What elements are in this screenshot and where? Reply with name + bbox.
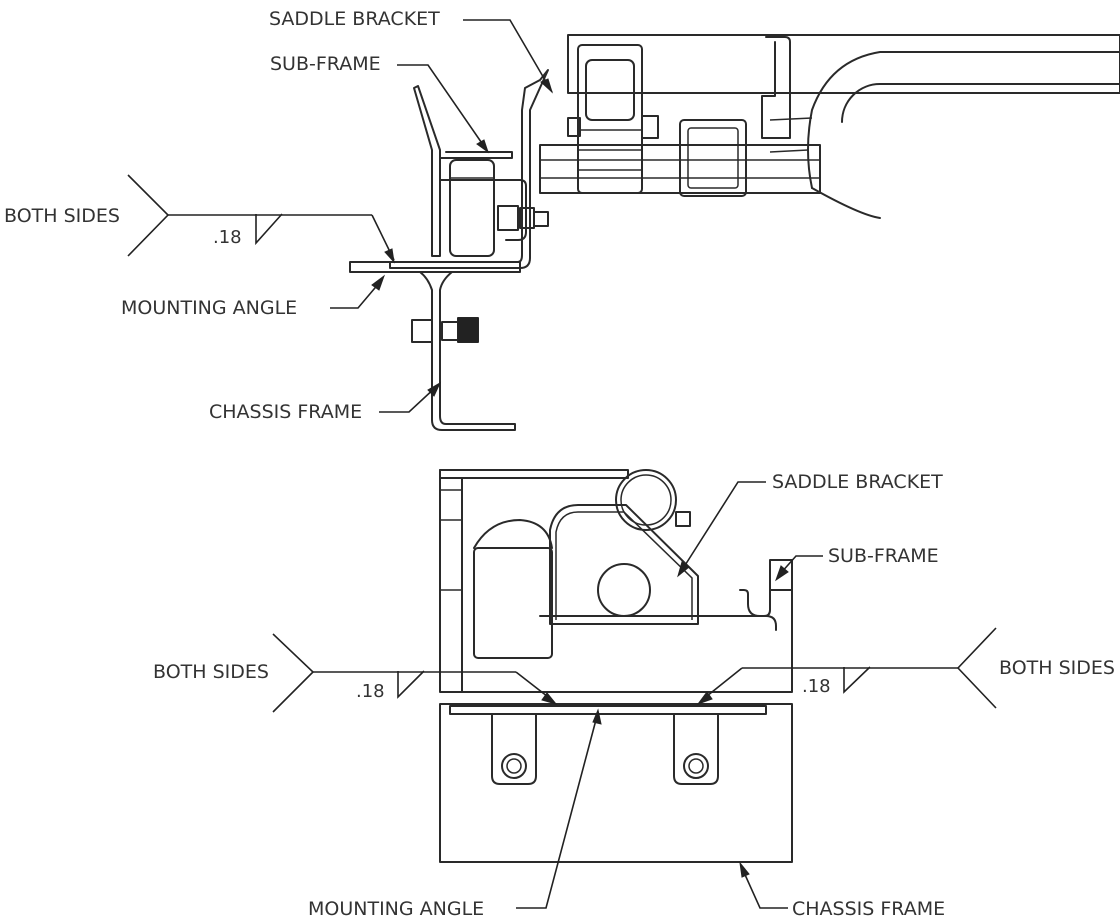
weld-size-left: .18 [356,681,385,702]
label-chassis-frame-top: CHASSIS FRAME [209,401,362,423]
bottom-view-labels: SADDLE BRACKET SUB-FRAME BOTH SIDES .18 … [153,471,1115,920]
chassis-frame-front [439,703,793,863]
top-view [349,34,1120,431]
label-mounting-angle-bottom: MOUNTING ANGLE [308,898,484,920]
top-view-callouts [127,19,554,413]
bottom-view [439,469,793,863]
saddle-bracket-part [389,69,549,269]
mounting-angle-part [349,261,521,273]
label-mounting-angle-top: MOUNTING ANGLE [121,297,297,319]
mounting-angle-front [449,705,767,715]
label-saddle-bracket-bottom: SADDLE BRACKET [772,471,943,493]
label-sub-frame-top: SUB-FRAME [270,53,381,75]
chassis-frame-part [419,271,516,431]
label-sub-frame-bottom: SUB-FRAME [828,545,939,567]
saddle-bracket-front [549,504,699,625]
sub-frame-assembly [539,34,1120,219]
sub-frame-box [439,469,629,479]
label-both-sides-right: BOTH SIDES [999,657,1115,679]
label-saddle-bracket-top: SADDLE BRACKET [269,8,440,30]
label-chassis-frame-bottom: CHASSIS FRAME [792,898,945,920]
weld-size-right: .18 [802,676,831,697]
weld-size-top: .18 [213,227,242,248]
sub-frame-part [413,85,441,257]
top-view-labels: SADDLE BRACKET SUB-FRAME BOTH SIDES .18 … [4,8,440,423]
pad-block-front [473,547,553,659]
pad-block [449,159,495,257]
label-both-sides-top: BOTH SIDES [4,205,120,227]
bottom-view-callouts [272,481,997,909]
label-both-sides-left: BOTH SIDES [153,661,269,683]
